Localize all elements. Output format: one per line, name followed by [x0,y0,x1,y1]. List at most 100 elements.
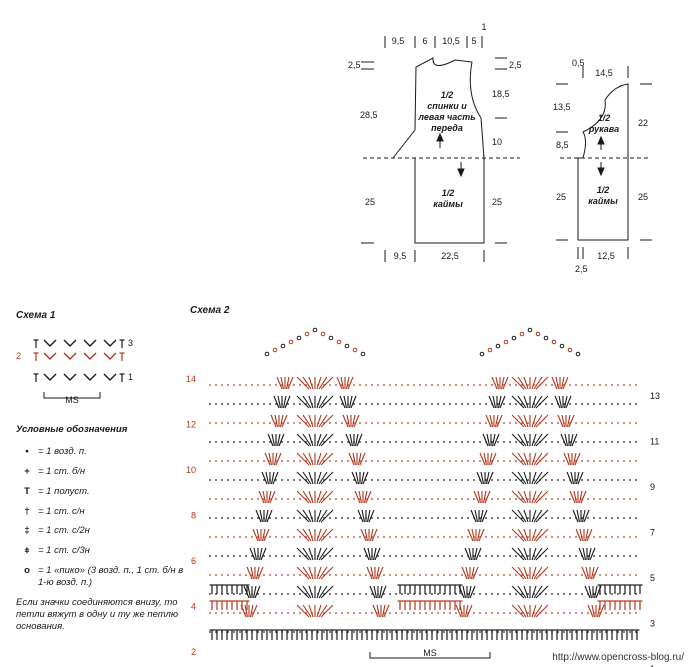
stitch-mark [339,395,346,409]
stitch-mark [63,339,77,347]
front-piece-label: переда [431,123,463,133]
stitch-mark [568,414,575,428]
stitch-mark [350,395,357,409]
stitch-mark [482,433,489,447]
stitch-mark [302,547,312,561]
chain-dot [515,574,517,576]
legend-item: ο= 1 «пико» (3 возд. п., 1 ст. б/н в 1-ю… [16,565,186,589]
chain-dot [215,422,217,424]
chain-dot [461,536,463,538]
chain-dot [437,593,439,595]
chain-dot [575,574,577,576]
chain-dot [293,593,295,595]
chain-dot [347,517,349,519]
picot-mark [296,335,302,341]
stitch-mark [581,566,588,580]
stitch-mark [533,471,543,485]
chain-dot [383,631,385,633]
chain-dot [281,517,283,519]
chain-dot [293,498,295,500]
chain-dot [395,403,397,405]
chain-dot [623,460,625,462]
stitch-mark [497,395,502,409]
stitch-mark [468,547,473,561]
scheme1-row-label: 3 [128,338,133,348]
sleeve-labels: 0,5 14,5 13,5 8,5 25 22 25 2,5 12,5 1/2 … [553,58,648,274]
stitch-mark [455,604,462,618]
stitch-mark [569,490,576,504]
stitch-mark [533,490,543,504]
stitch-mark [531,433,537,447]
stitch-mark [380,585,387,599]
legend-title: Условные обозначения [16,424,128,435]
stitch-mark [465,566,470,580]
chain-dot [413,441,415,443]
scheme1-repeat-label: MS [65,395,79,405]
stitch-mark [494,414,499,428]
stitch-mark [273,452,278,466]
chain-dot [545,536,547,538]
stitch-mark [499,395,506,409]
stitch-mark [511,452,525,466]
chain-dot [587,460,589,462]
chain-dot [407,422,409,424]
stitch-mark [523,376,529,390]
legend-text: = 1 ст. с/2н [38,525,90,537]
stitch-mark [316,395,322,409]
chain-dot [449,403,451,405]
stitch-mark [318,433,328,447]
chain-dot [221,460,223,462]
chain-dot [611,612,613,614]
stitch-mark [316,547,322,561]
chain-dot [617,517,619,519]
stitch-mark [365,490,372,504]
chain-dot [335,384,337,386]
chain-dot [215,403,217,405]
chain-dot [209,441,211,443]
chain-dot [629,517,631,519]
chain-dot [353,479,355,481]
chain-dot [467,441,469,443]
chain-dot [239,441,241,443]
chain-dot [491,612,493,614]
border-piece-label: 1/2 [442,188,455,198]
chain-dot [209,460,211,462]
stitch-mark [523,585,529,599]
stitch-mark [256,528,261,542]
chain-dot [389,612,391,614]
front-piece-label: спинки и [427,101,467,111]
stitch-mark [296,395,310,409]
chain-dot [563,536,565,538]
chain-dot [605,403,607,405]
chain-dot [257,612,259,614]
stitch-mark [308,414,314,428]
chain-dot [233,479,235,481]
stitch-mark [381,604,386,618]
stitch-mark [535,433,549,447]
chain-dot [557,612,559,614]
stitch-mark [477,490,482,504]
stitch-mark [482,490,487,504]
stitch-mark [302,604,312,618]
chain-dot [509,517,511,519]
chain-dot [227,536,229,538]
chain-dot [449,536,451,538]
stitch-mark [318,566,328,580]
chain-dot [335,479,337,481]
scheme2-title: Схема 2 [190,305,230,316]
stitch-mark [517,585,527,599]
chain-dot [383,555,385,557]
picot-mark [352,347,358,353]
chain-dot [407,384,409,386]
chain-dot [251,384,253,386]
stitch-mark [270,414,277,428]
chain-dot [347,555,349,557]
chain-dot [245,574,247,576]
dim-label: 12,5 [597,251,615,261]
chain-dot [299,631,301,633]
stitch-mark [517,509,527,523]
half-double-icon: T [24,485,30,497]
stitch-mark [255,566,260,580]
stitch-mark [316,604,322,618]
